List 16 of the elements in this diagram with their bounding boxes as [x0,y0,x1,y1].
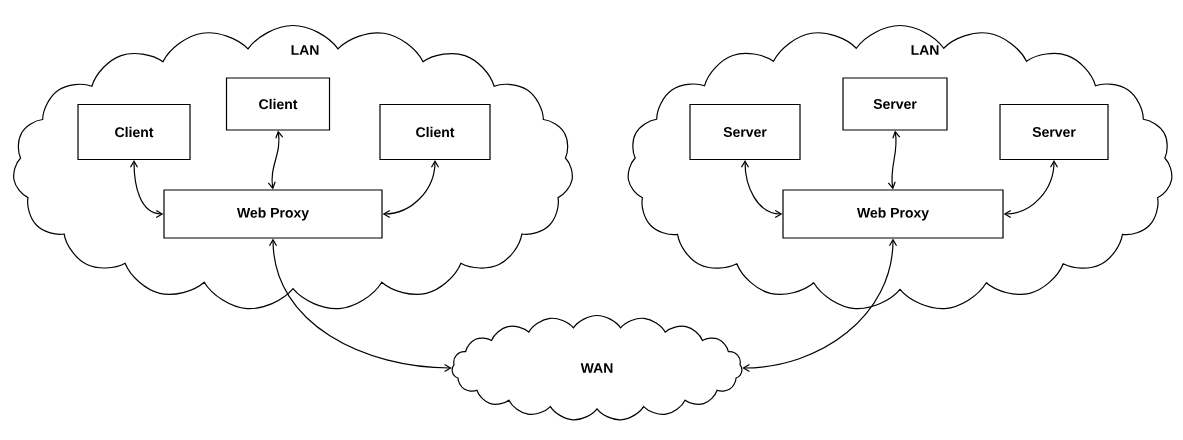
process-box: Client [225,77,331,131]
arrow [1003,160,1059,219]
arrow [887,130,901,190]
process-box: Server [689,103,801,161]
arrow [268,238,452,373]
process-box: Web Proxy [163,189,383,239]
process-box: Client [379,103,491,161]
arrow [740,160,783,219]
process-box: Server [842,77,948,131]
arrow [129,160,164,219]
process-box: Client [77,103,191,161]
arrow [267,130,284,190]
process-box: Server [999,103,1109,161]
arrow [742,238,898,373]
arrow [382,160,440,219]
process-box: Web Proxy [782,189,1004,239]
